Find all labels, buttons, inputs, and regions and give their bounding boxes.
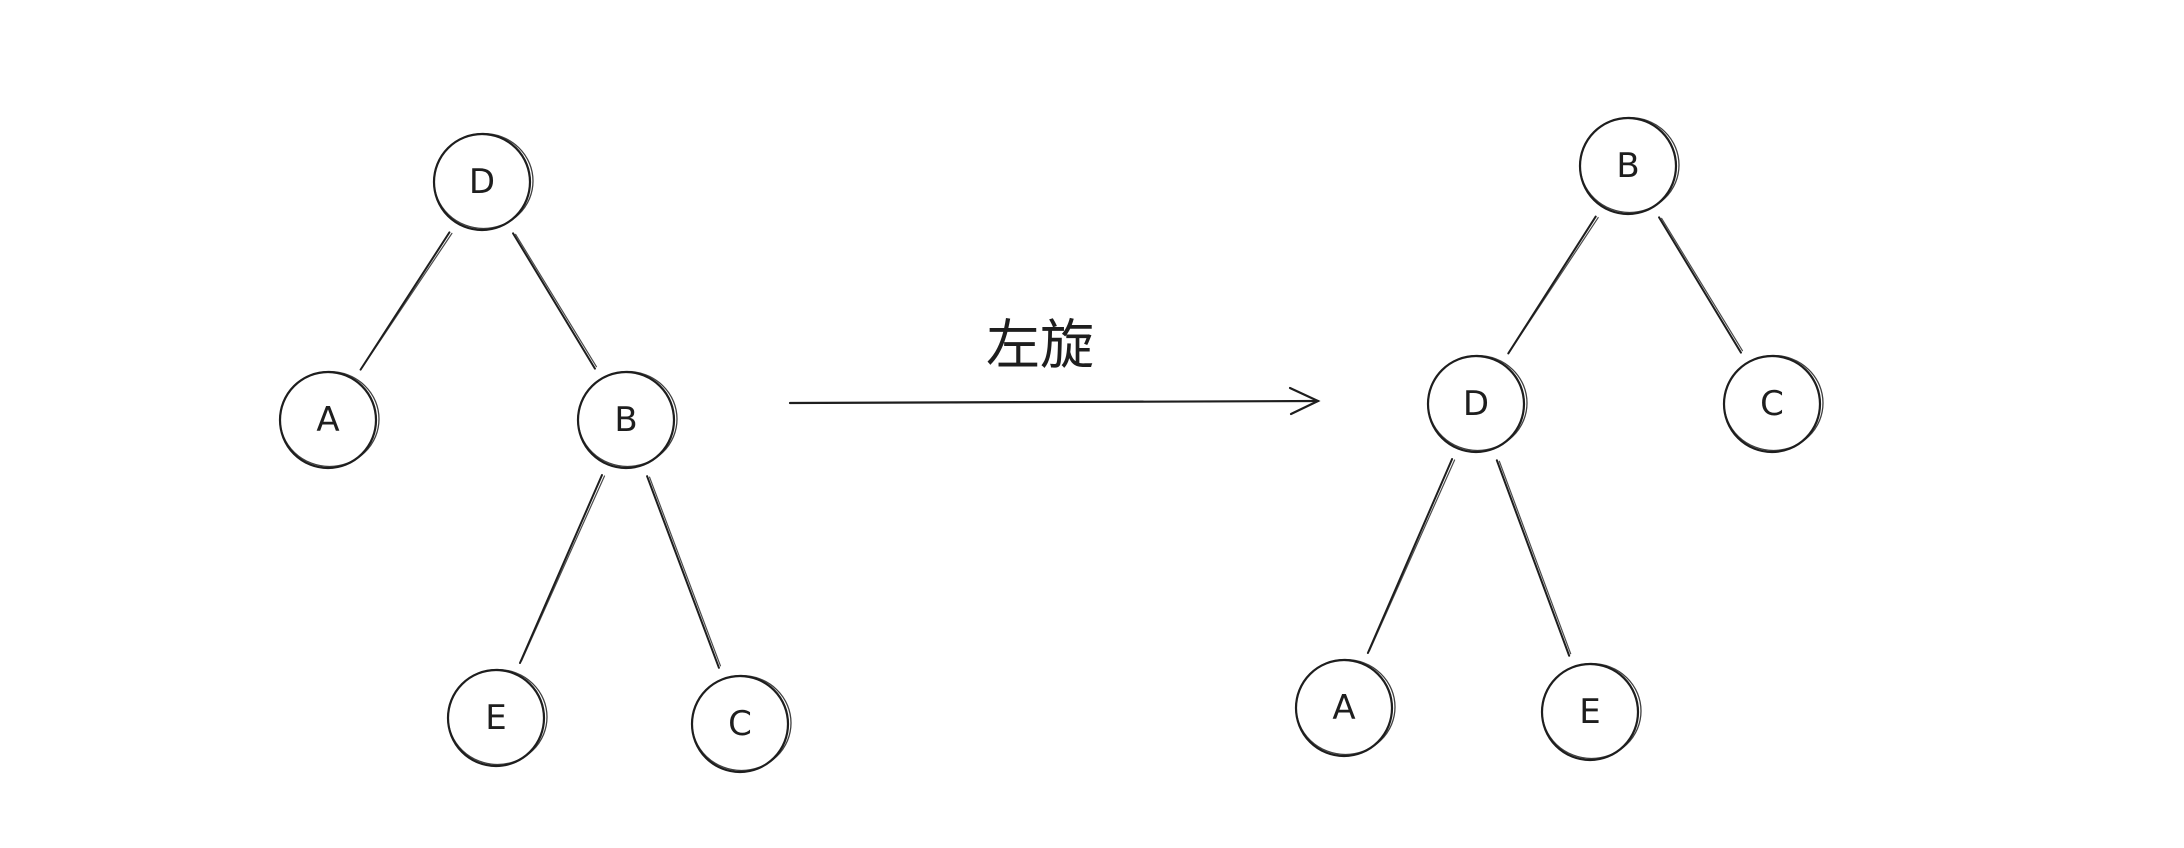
operation-label: 左旋 — [986, 314, 1094, 377]
node-circle-sketch — [447, 668, 548, 766]
node-label: C — [1760, 384, 1784, 424]
edge-d-e — [1495, 459, 1571, 657]
node-d: D — [1426, 354, 1528, 454]
node-circle-sketch — [577, 370, 678, 468]
after-tree: B D C A E — [1294, 116, 1824, 762]
node-c: C — [690, 674, 792, 774]
node-label: A — [316, 400, 339, 440]
edge-sketch-b-e — [520, 475, 606, 662]
node-b: B — [576, 370, 678, 470]
node-c: C — [1722, 354, 1824, 454]
edge-sketch-d-e — [1498, 460, 1572, 655]
before-tree: D A B E C — [278, 132, 792, 774]
node-circle-sketch — [1541, 662, 1642, 760]
node-a: A — [1294, 658, 1396, 758]
edge-d-a — [1366, 458, 1454, 654]
node-b: B — [1578, 116, 1680, 216]
node-a: A — [278, 370, 380, 470]
arrow-head-icon — [1288, 386, 1321, 416]
node-e: E — [446, 668, 548, 768]
node-label: C — [728, 704, 752, 744]
edge-sketch-d-a — [361, 232, 453, 369]
edge-b-e — [518, 473, 604, 665]
node-e: E — [1540, 662, 1642, 762]
node-circle-sketch — [1427, 354, 1528, 452]
node-label: D — [469, 162, 495, 202]
edge-b-c — [646, 475, 720, 669]
arrow-shaft — [788, 399, 1320, 405]
edge-sketch-b-d — [1509, 216, 1599, 353]
node-circle-sketch — [279, 370, 380, 468]
node-label: E — [1579, 692, 1600, 732]
edge-d-b — [512, 232, 596, 370]
node-label: B — [614, 400, 637, 440]
rotation-arrow: 左旋 — [788, 314, 1321, 416]
node-circle-sketch — [1723, 354, 1824, 452]
edge-b-c — [1658, 216, 1742, 354]
node-label: D — [1463, 384, 1489, 424]
edge-sketch-b-c — [648, 476, 722, 667]
node-circle-sketch — [1579, 116, 1680, 214]
node-circle-sketch — [433, 132, 534, 230]
node-circle-sketch — [691, 674, 792, 772]
node-label: A — [1332, 688, 1355, 728]
node-d: D — [432, 132, 534, 232]
node-label: E — [485, 698, 506, 738]
edge-sketch-b-c — [1660, 217, 1744, 352]
node-circle-sketch — [1295, 658, 1396, 756]
edge-sketch-d-a — [1368, 459, 1456, 652]
node-label: B — [1616, 146, 1639, 186]
edge-sketch-d-b — [514, 233, 598, 368]
